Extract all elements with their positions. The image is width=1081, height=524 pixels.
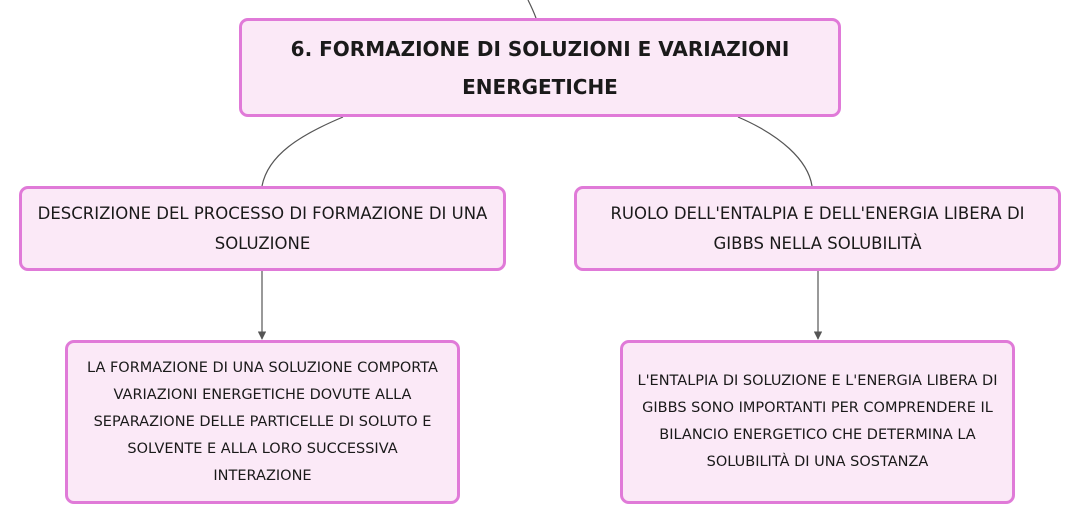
branch-node-label: RUOLO DELL'ENTALPIA E DELL'ENERGIA LIBER… bbox=[610, 203, 1025, 253]
leaf-node-label: LA FORMAZIONE DI UNA SOLUZIONE COMPORTA … bbox=[87, 359, 438, 484]
root-node-label: 6. FORMAZIONE DI SOLUZIONI E VARIAZIONI … bbox=[290, 36, 790, 99]
leaf-node-energy-balance[interactable]: L'ENTALPIA DI SOLUZIONE E L'ENERGIA LIBE… bbox=[620, 340, 1015, 504]
leaf-node-label: L'ENTALPIA DI SOLUZIONE E L'ENERGIA LIBE… bbox=[637, 373, 998, 470]
branch-node-process-description[interactable]: DESCRIZIONE DEL PROCESSO DI FORMAZIONE D… bbox=[19, 186, 506, 271]
root-node[interactable]: 6. FORMAZIONE DI SOLUZIONI E VARIAZIONI … bbox=[239, 18, 841, 117]
branch-node-label: DESCRIZIONE DEL PROCESSO DI FORMAZIONE D… bbox=[37, 203, 488, 253]
branch-node-enthalpy-gibbs[interactable]: RUOLO DELL'ENTALPIA E DELL'ENERGIA LIBER… bbox=[574, 186, 1061, 271]
leaf-node-energy-variations[interactable]: LA FORMAZIONE DI UNA SOLUZIONE COMPORTA … bbox=[65, 340, 460, 504]
connector-incoming-root bbox=[527, 0, 537, 19]
connector-root-left bbox=[261, 116, 344, 187]
connector-root-right bbox=[737, 116, 813, 187]
